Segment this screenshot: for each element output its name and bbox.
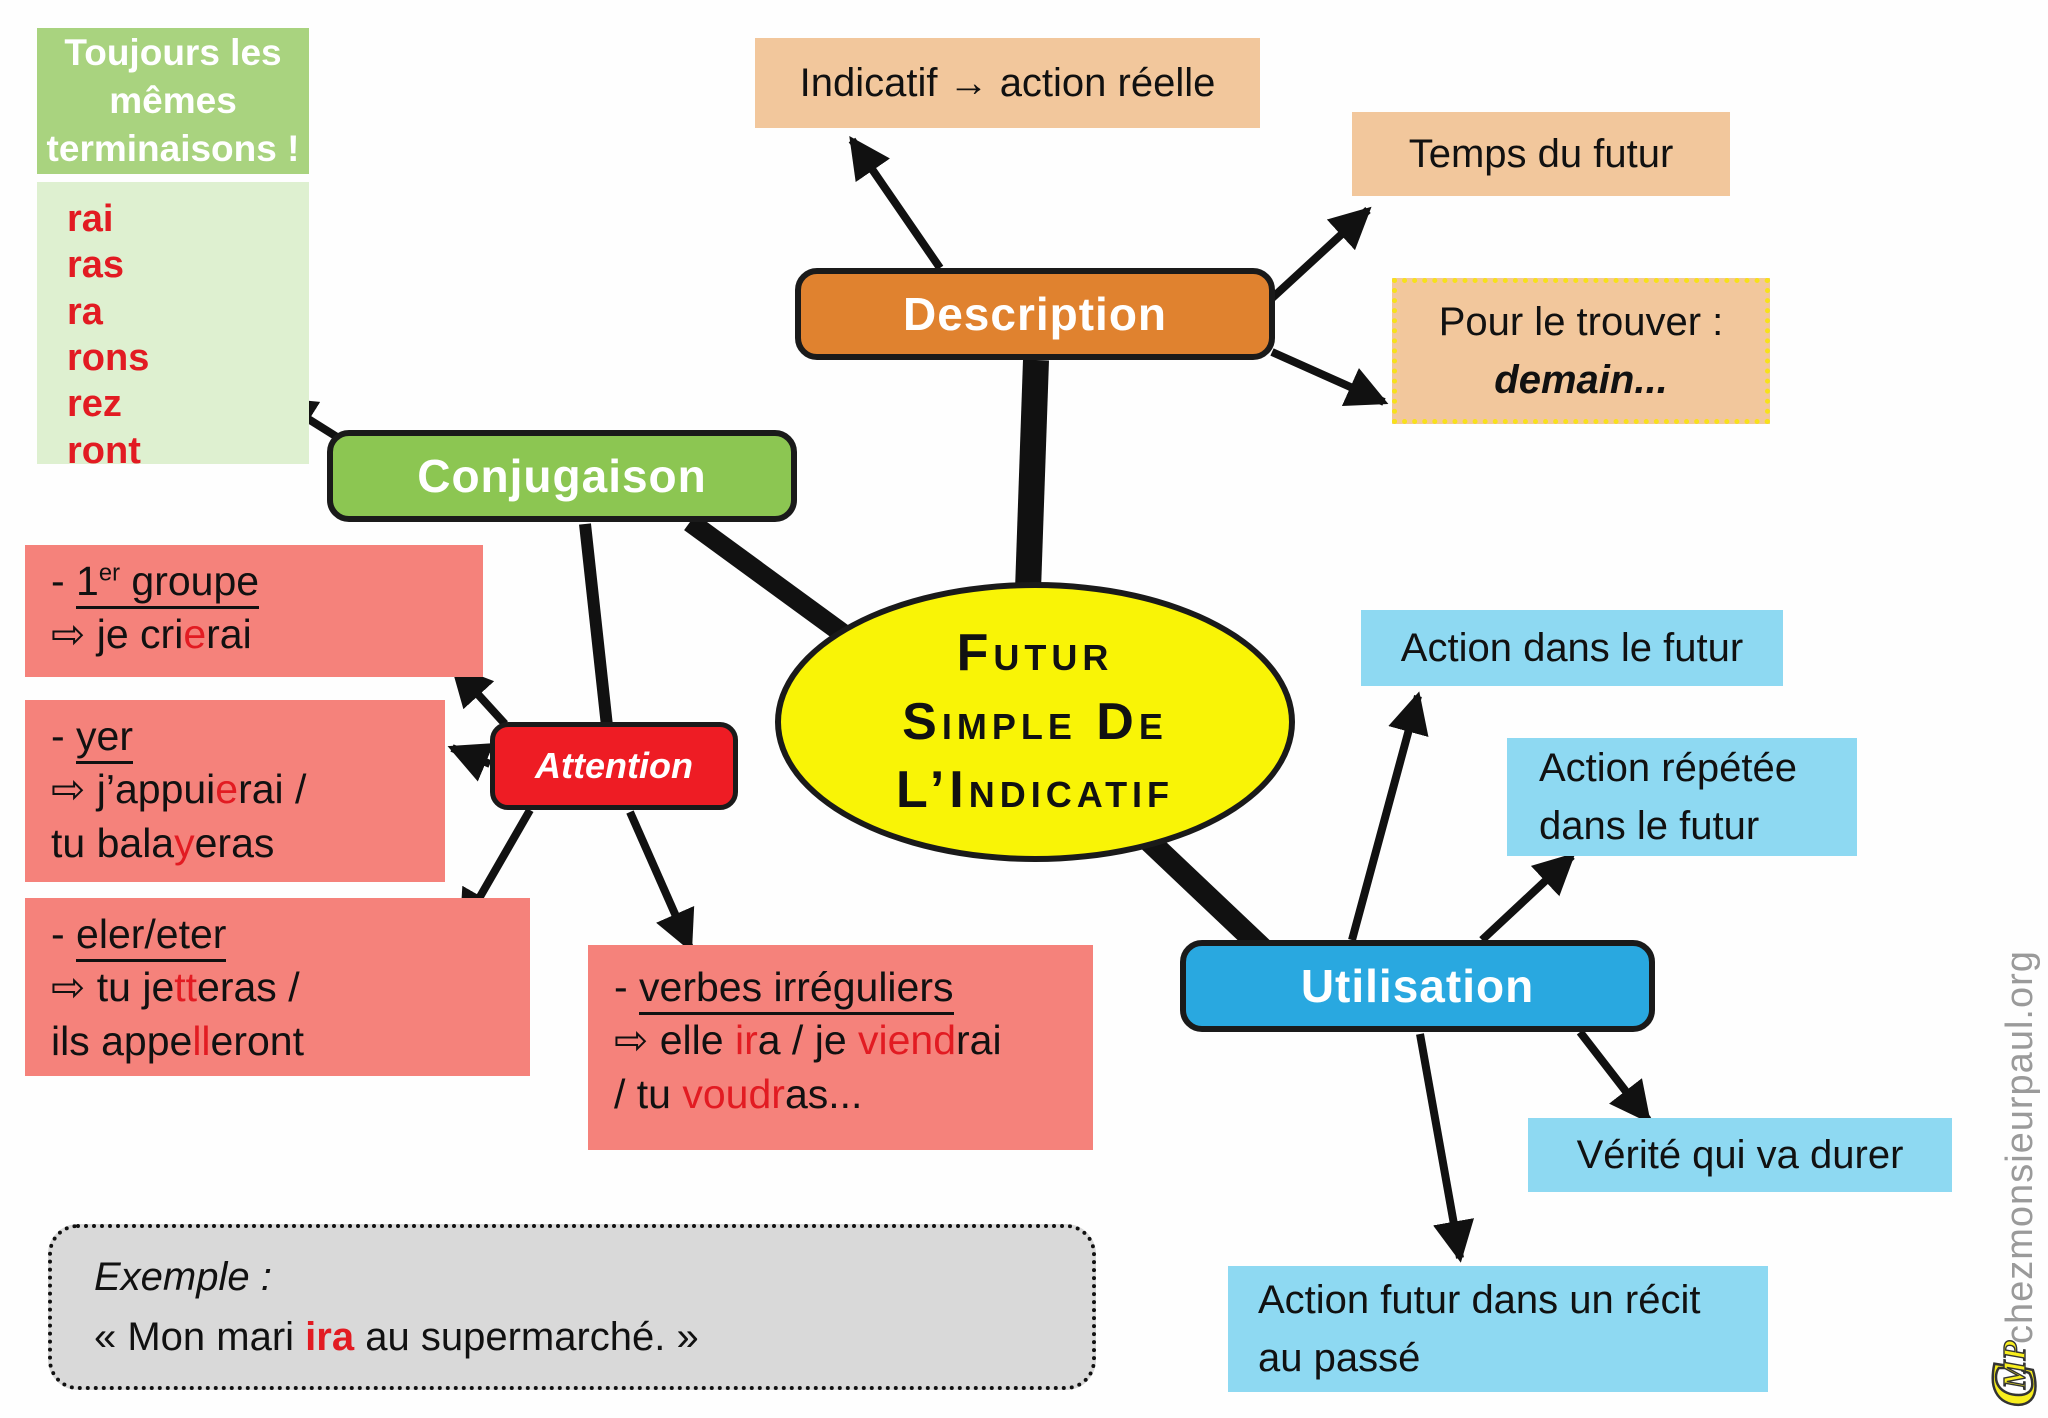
leaf-verbes-yer: - yer⇨ j’appuierai /tu balayeras	[25, 700, 445, 882]
leaf-verbes-irreguliers: - verbes irréguliers⇨ elle ira / je vien…	[588, 945, 1093, 1150]
node-attention: Attention	[490, 722, 738, 810]
arrow-attention-to-irreguliers	[626, 810, 695, 953]
leaf-temps-du-futur: Temps du futur	[1352, 112, 1730, 196]
node-description: Description	[795, 268, 1275, 360]
node-conjugaison: Conjugaison	[327, 430, 797, 522]
arrow-description-to-pour	[1270, 348, 1389, 406]
watermark-site: chezmonsieurpaul.org	[1999, 950, 2041, 1344]
arrow-attention-to-groupe1	[450, 664, 508, 727]
cmp-logo-icon: C MP	[1977, 1340, 2048, 1408]
leaf-premier-groupe: - 1er groupe⇨ je crierai	[25, 545, 483, 677]
arrow-description-to-indicatif	[848, 136, 944, 271]
leaf-action-dans-le-futur: Action dans le futur	[1361, 610, 1783, 686]
arrow-utilisation-to-futur	[1348, 691, 1429, 942]
connector-center-to-utilisation	[1140, 832, 1270, 956]
example-box: Exemple :« Mon mari ira au supermarché. …	[48, 1224, 1096, 1390]
arrow-description-to-temps	[1267, 206, 1372, 303]
svg-text:MP: MP	[1996, 1341, 2032, 1390]
arrow-utilisation-to-repetee	[1479, 852, 1576, 943]
leaf-pour-le-trouver-demain: Pour le trouver :demain...	[1392, 278, 1770, 424]
connector-conjugaison-to-attention	[579, 523, 613, 727]
arrow-utilisation-to-verite	[1576, 1029, 1652, 1124]
node-utilisation: Utilisation	[1180, 940, 1655, 1032]
leaf-indicatif-action-reelle: Indicatif → action réelle	[755, 38, 1260, 128]
arrow-utilisation-to-recit	[1416, 1033, 1475, 1263]
leaf-verite-qui-va-durer: Vérité qui va durer	[1528, 1118, 1952, 1192]
connector-center-to-description	[1015, 359, 1049, 591]
svg-text:C: C	[1978, 1363, 2048, 1407]
arrow-attention-to-yer	[447, 743, 494, 782]
leaf-verbes-eler-eter: - eler/eter⇨ tu jetteras /ils appelleron…	[25, 898, 530, 1076]
